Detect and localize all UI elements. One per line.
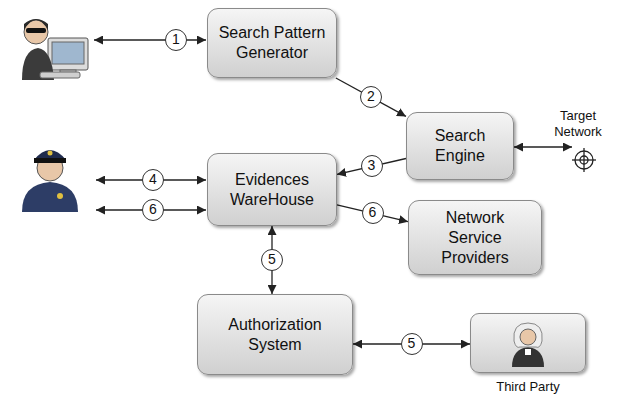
icon-frame: [470, 313, 586, 373]
target-symbol: [572, 148, 596, 172]
callout-number: 3: [361, 155, 383, 177]
hacker-icon: [22, 19, 88, 80]
process-box: Authorization System: [197, 294, 353, 375]
third-party-box: Third Party: [470, 313, 586, 394]
node-label: Search Engine: [415, 126, 505, 166]
node-label: Third Party: [470, 379, 586, 394]
link-line: [94, 39, 206, 40]
node-label: Authorization System: [206, 315, 344, 355]
callout-number: 1: [165, 29, 187, 51]
network-label: Target Network: [540, 108, 616, 139]
callout-number: 2: [360, 86, 382, 108]
process-box: Search Pattern Generator: [207, 8, 337, 78]
callout-number: 6: [362, 202, 384, 224]
judge-icon: [506, 319, 550, 367]
node-label: Search Pattern Generator: [216, 23, 328, 63]
callout-number: 5: [401, 333, 423, 355]
node-label: Network Service Providers: [417, 208, 533, 268]
process-box: Network Service Providers: [408, 200, 542, 275]
link-line: [514, 146, 572, 147]
callout-number: 6: [142, 199, 164, 221]
connector: [336, 78, 406, 116]
callout-number: 5: [261, 249, 283, 271]
process-box: Evidences WareHouse: [207, 153, 337, 226]
node-label: Evidences WareHouse: [216, 170, 328, 210]
police-icon: [22, 150, 78, 212]
callout-number: 4: [142, 169, 164, 191]
process-box: Search Engine: [406, 112, 514, 180]
